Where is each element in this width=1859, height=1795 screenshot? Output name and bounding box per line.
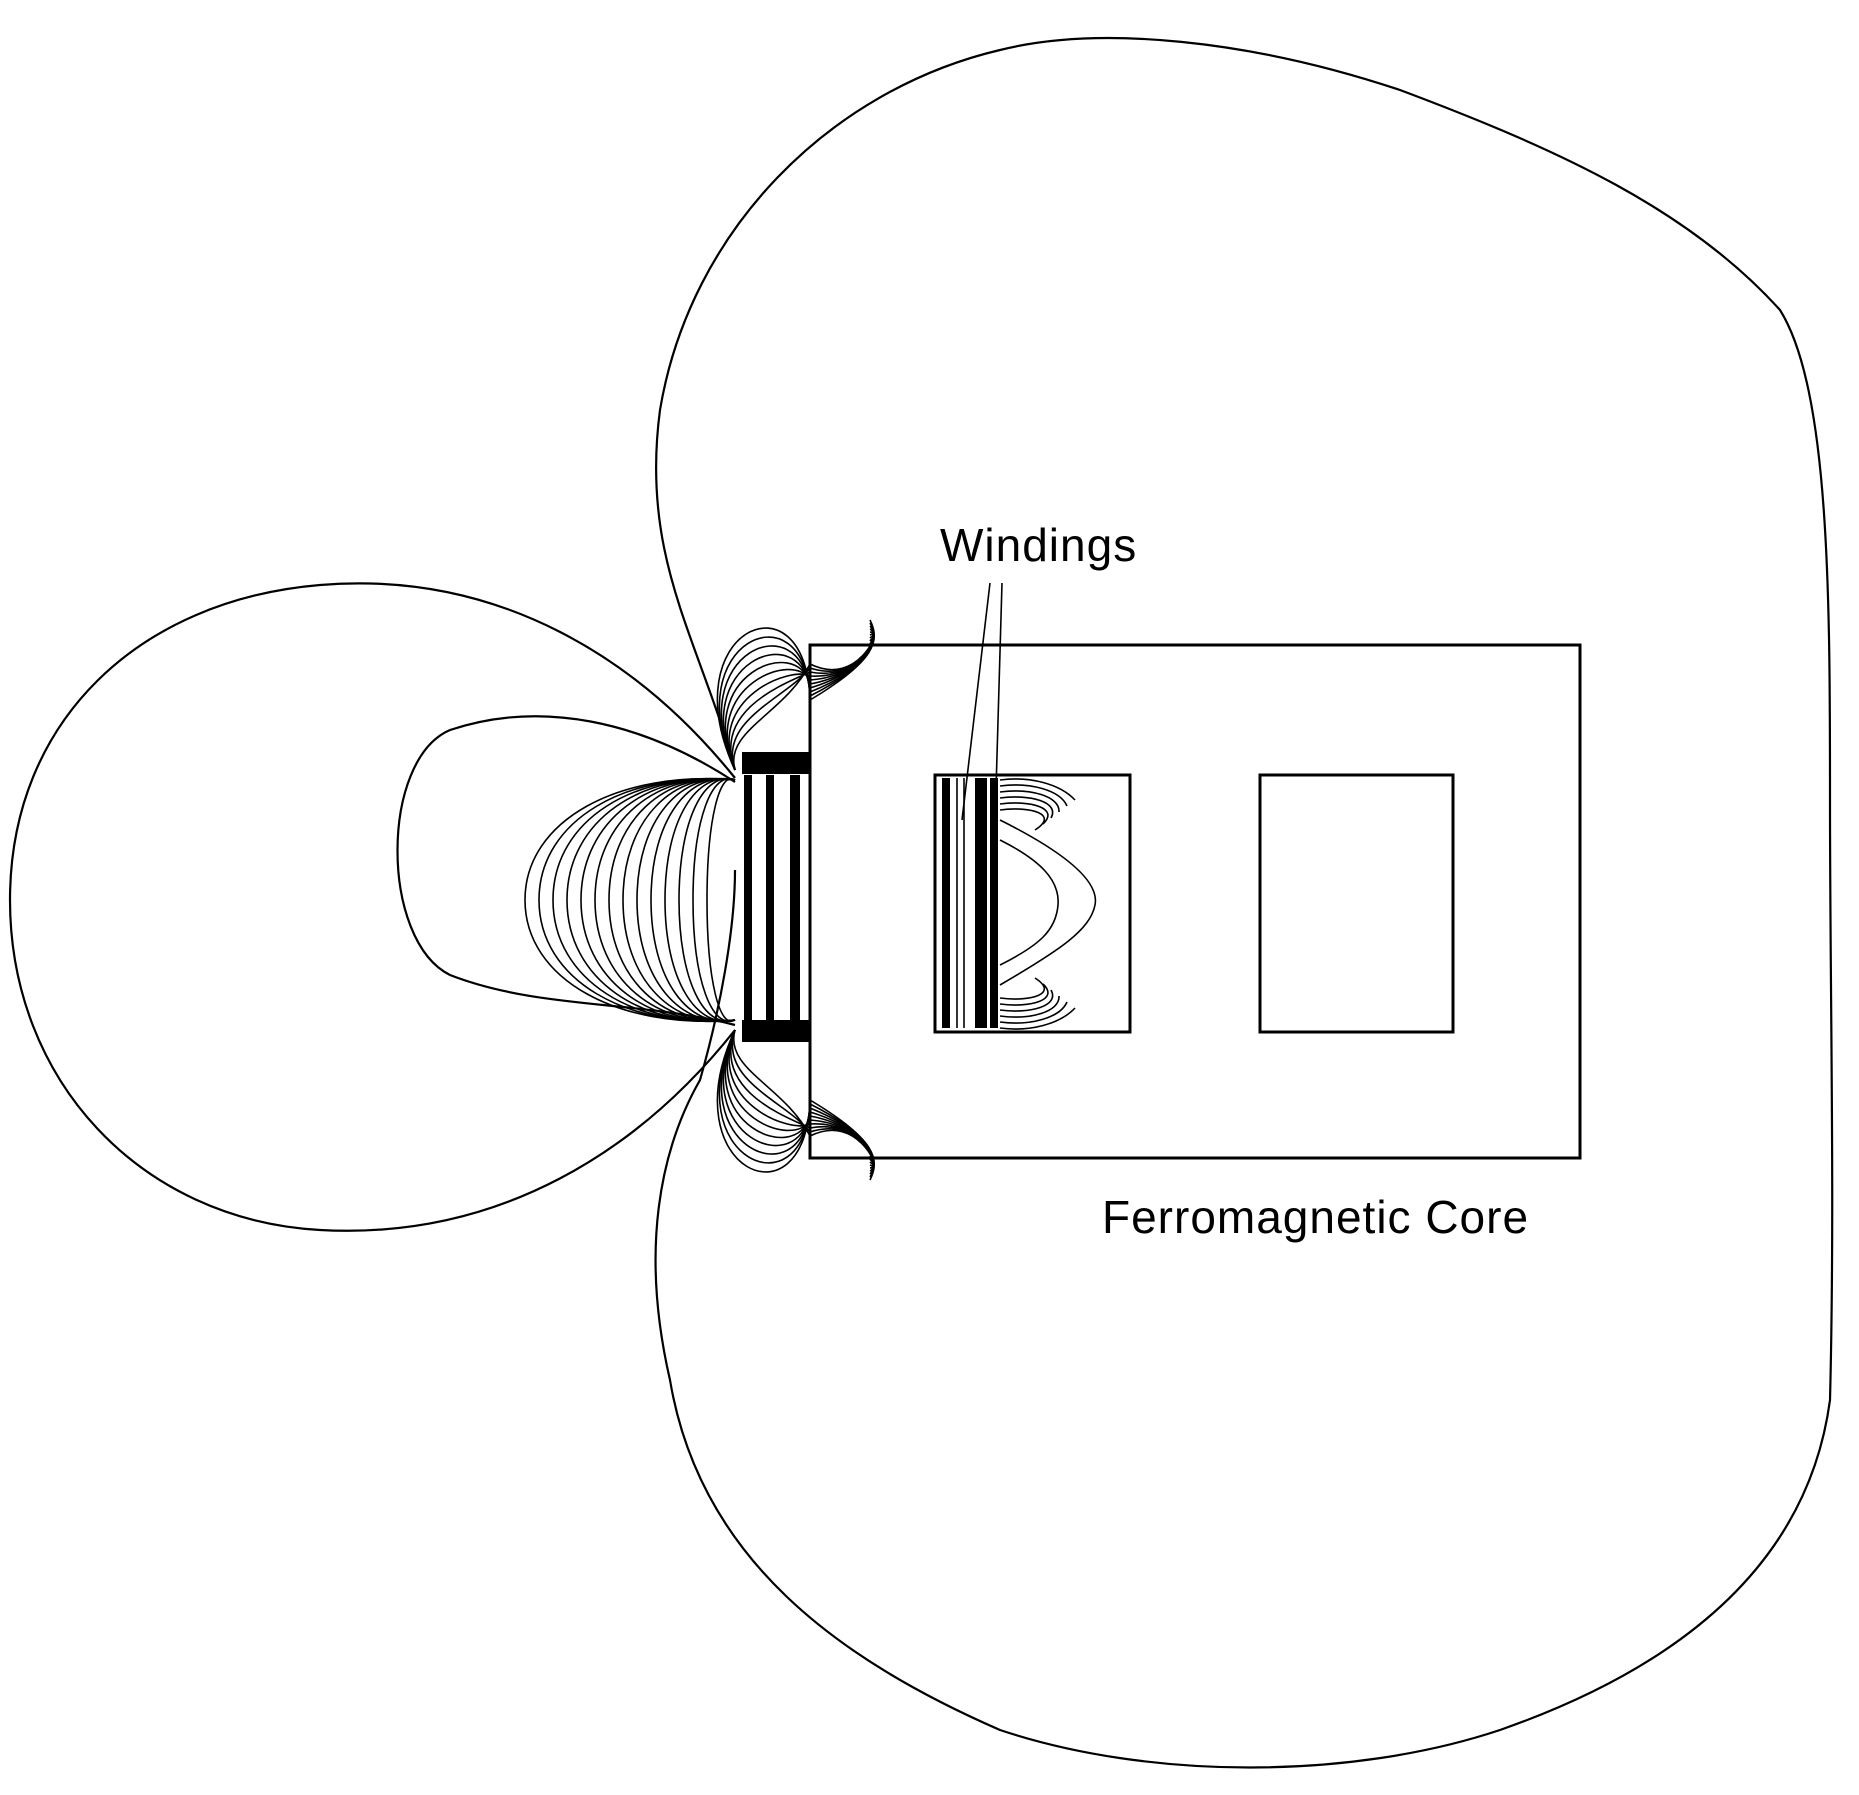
left-field-line — [538, 778, 736, 1022]
windings-leader-2 — [995, 582, 1003, 791]
left-field-line — [636, 777, 736, 1023]
windings-leader-1 — [961, 582, 991, 821]
winding-bar-1 — [942, 778, 950, 1028]
left-field-line — [580, 778, 736, 1022]
window-field-line — [999, 995, 1060, 1018]
left-field-line — [706, 777, 736, 1023]
left-coil-bar-1 — [744, 775, 752, 1020]
upper-field-bundle — [716, 619, 876, 771]
left-field-line — [608, 778, 736, 1022]
window-field-line — [999, 802, 1049, 825]
core-outer — [808, 643, 1582, 1160]
left-coil-band-bottom — [742, 1020, 810, 1042]
window-field-line — [999, 808, 1045, 831]
window-field-line — [999, 977, 1045, 1000]
core-label: Ferromagnetic Core — [1102, 1191, 1530, 1243]
winding-bar-2 — [975, 778, 987, 1028]
left-lobe-2 — [396, 715, 736, 1027]
left-coil-band — [742, 752, 810, 774]
left-field-line — [678, 777, 736, 1023]
core-window-left — [933, 773, 1132, 1034]
left-field-bundle — [524, 777, 736, 1023]
left-field-line — [664, 777, 736, 1023]
window-field-line — [999, 1007, 1076, 1030]
window-field-line — [999, 989, 1054, 1012]
window-field-line — [999, 790, 1060, 813]
window-field-line — [999, 796, 1054, 819]
window-field-line — [999, 778, 1076, 801]
left-field-line — [552, 778, 736, 1022]
left-field-line — [524, 778, 736, 1022]
window-field-line — [999, 819, 1097, 986]
window-field-line — [999, 784, 1068, 807]
left-field-line — [566, 778, 736, 1022]
left-coil-bar-3 — [790, 775, 800, 1020]
left-coil-bar-2 — [766, 775, 774, 1020]
left-field-line — [650, 777, 736, 1023]
window-field-line — [999, 839, 1059, 966]
window-field-lines — [999, 778, 1097, 1030]
lower-field-line — [718, 1029, 875, 1178]
left-field-line — [594, 778, 736, 1022]
left-lobe-outer — [8, 582, 736, 1232]
left-field-line — [622, 777, 736, 1023]
winding-bar-3 — [990, 778, 998, 1028]
left-field-line — [692, 777, 736, 1023]
windings-label: Windings — [940, 519, 1138, 571]
core-window-right — [1258, 773, 1455, 1034]
outer-field-line — [654, 37, 1834, 1769]
window-field-line — [999, 1001, 1068, 1024]
window-field-line — [999, 983, 1049, 1006]
